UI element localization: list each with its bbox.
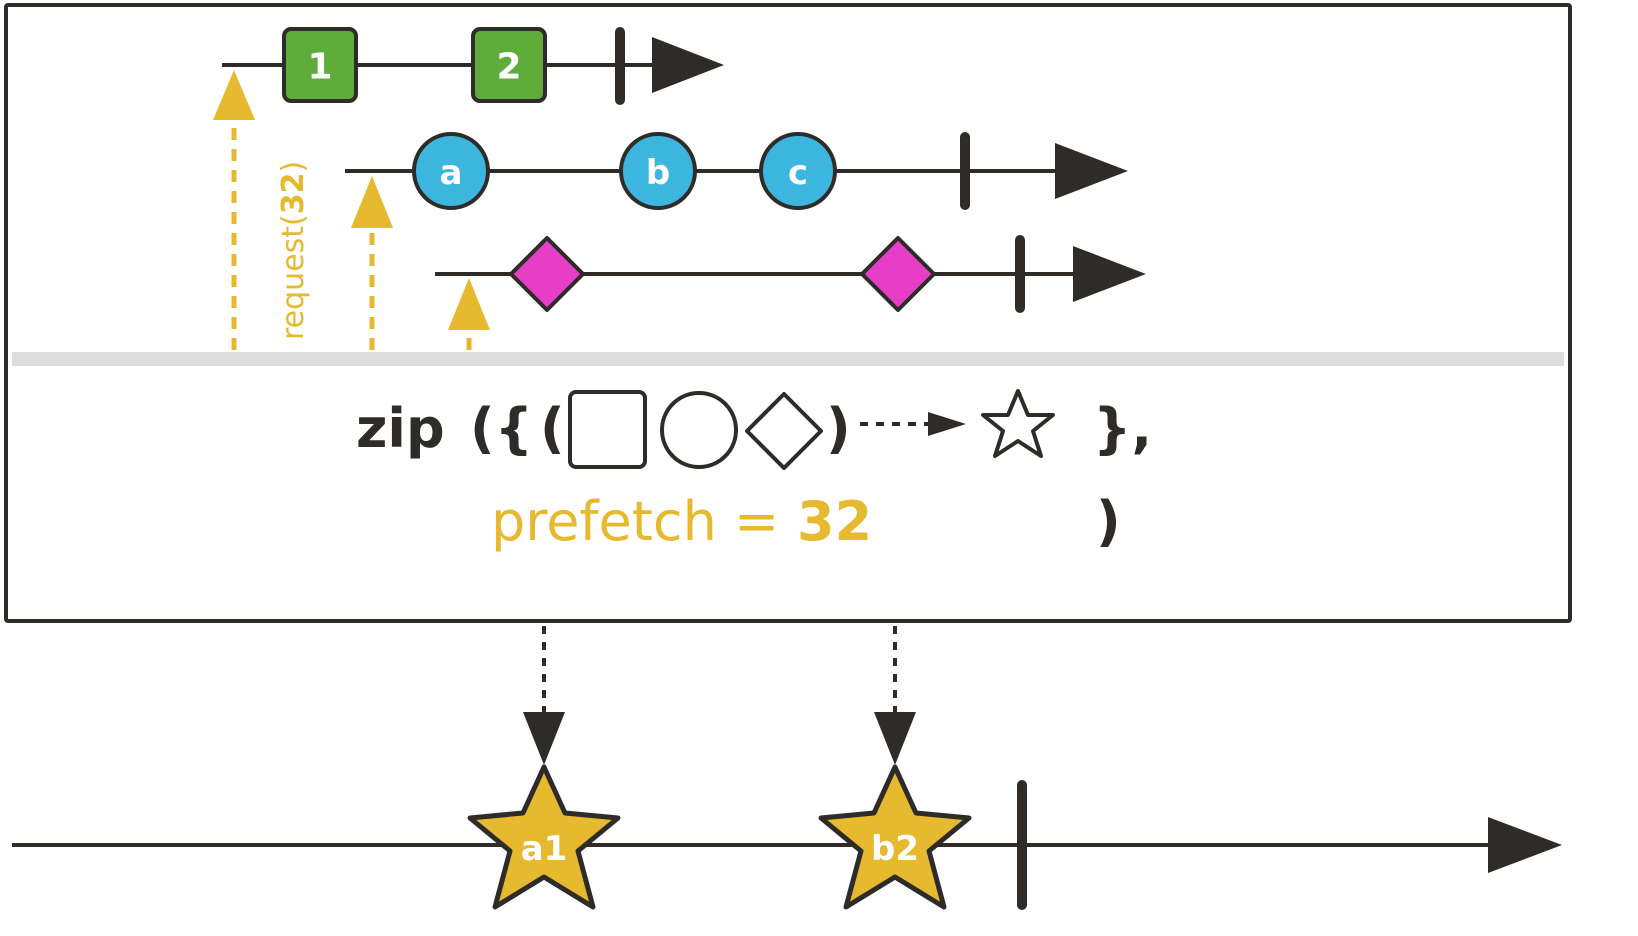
- request-arrow-3: [448, 278, 490, 350]
- operator-close-brace: },: [1093, 397, 1152, 460]
- marble-square-1: 1: [282, 27, 358, 103]
- mapping-arrowhead: [928, 412, 966, 436]
- marble-label: 2: [496, 47, 521, 88]
- final-close-paren: ): [1096, 490, 1121, 553]
- marble-label: c: [788, 153, 808, 193]
- request-arrow-2: [351, 176, 393, 350]
- marble-diamond: [509, 236, 585, 312]
- timeline-arrowhead: [652, 37, 724, 93]
- output-timeline: a1 b2: [12, 764, 1562, 910]
- timeline-arrowhead: [1055, 143, 1128, 199]
- prefetch-label: prefetch =: [491, 490, 779, 553]
- operator-name: zip: [356, 397, 445, 460]
- prefetch-value: 32: [797, 490, 872, 553]
- marble-label: 1: [307, 47, 332, 88]
- star-outline-icon: [981, 389, 1055, 458]
- timeline-arrowhead: [1073, 246, 1146, 302]
- source-timeline-squares: 1 2: [222, 27, 724, 105]
- source-timeline-diamonds: [435, 235, 1146, 313]
- source-timeline-circles: a b c: [345, 132, 1128, 210]
- star-marble-a1: a1: [467, 764, 621, 910]
- tuple-open-paren: (: [540, 397, 565, 460]
- timeline-arrowhead: [1488, 817, 1562, 873]
- marble-circle-a: a: [412, 132, 490, 210]
- operator-open-brace: ({: [470, 397, 533, 460]
- square-outline-icon: [568, 390, 647, 469]
- circle-outline-icon: [660, 391, 738, 469]
- marble-label: b: [646, 153, 670, 193]
- emission-arrow-2: [874, 626, 916, 765]
- operator-divider: [12, 352, 1564, 366]
- star-marble-b2: b2: [818, 764, 972, 910]
- emission-arrow-1: [523, 626, 565, 765]
- marble-label: a: [440, 153, 463, 193]
- marble-label: a1: [521, 829, 568, 869]
- marble-square-2: 2: [471, 27, 547, 103]
- diamond-outline-icon: [745, 392, 823, 470]
- tuple-close-paren: ): [826, 397, 851, 460]
- marble-circle-c: c: [759, 132, 837, 210]
- operator-box: [4, 3, 1572, 623]
- request-arrow-1: [213, 70, 255, 350]
- request-label: request(32): [276, 161, 311, 340]
- marble-circle-b: b: [619, 132, 697, 210]
- marble-diamond: [860, 236, 936, 312]
- marble-label: b2: [871, 829, 919, 869]
